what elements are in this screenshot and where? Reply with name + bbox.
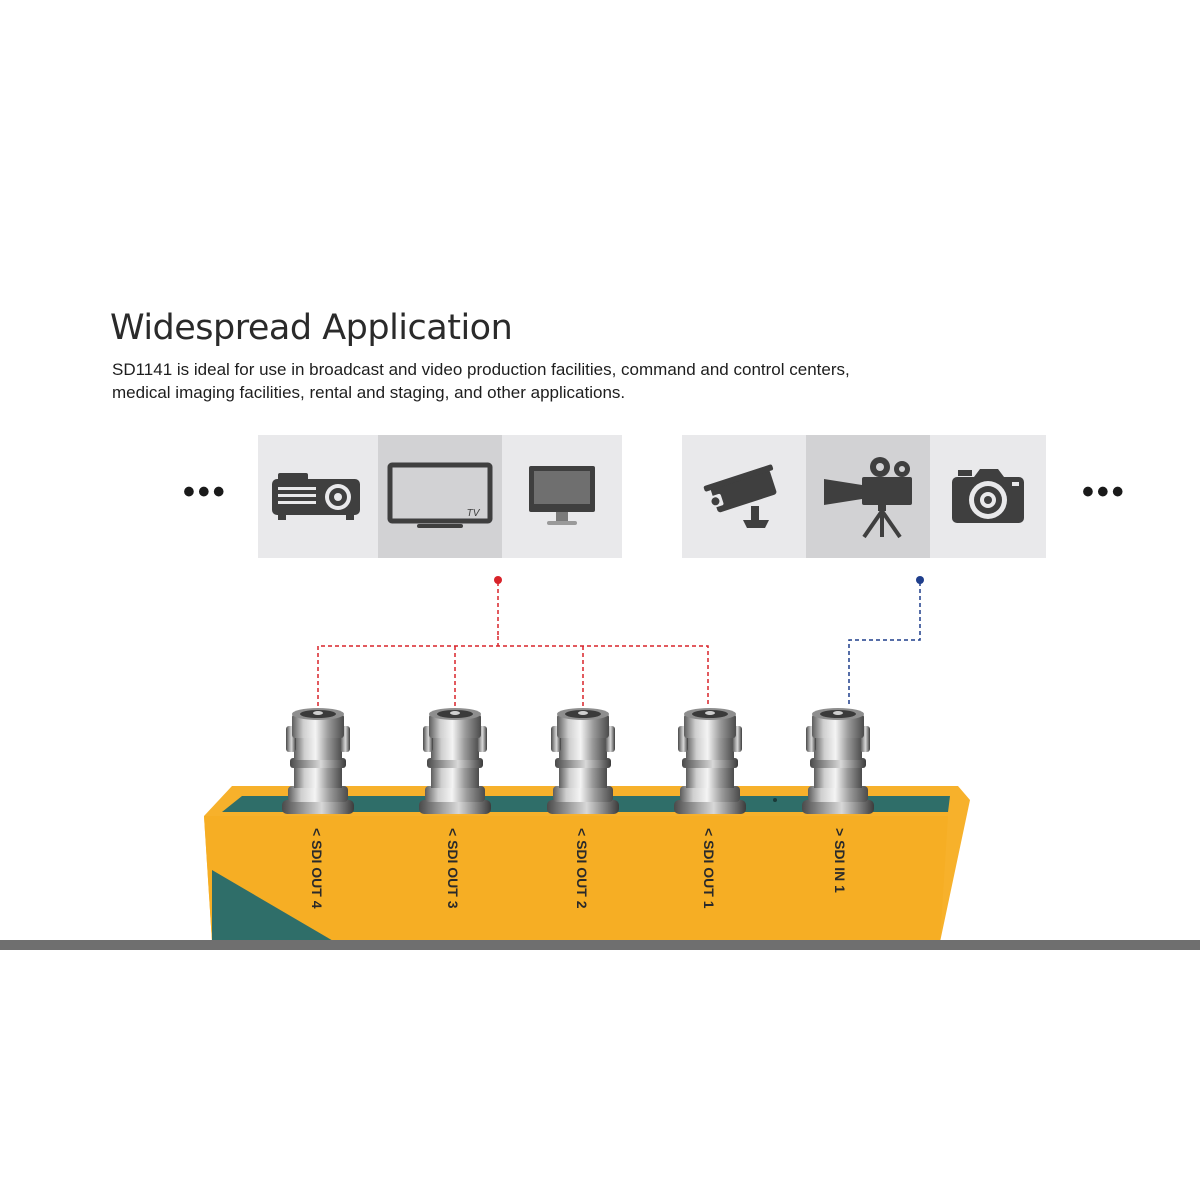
projector-icon	[272, 472, 360, 520]
bnc-connector-sdi-out-2	[547, 708, 619, 814]
device-tile-projector	[258, 435, 378, 558]
bnc-connector-sdi-out-4	[282, 708, 354, 814]
output-connection-lines	[317, 582, 709, 706]
more-input-devices-ellipsis: •••	[1082, 473, 1127, 511]
bnc-connector-sdi-out-3	[419, 708, 491, 814]
sd1141-device-housing	[0, 786, 1200, 950]
monitor-icon	[529, 465, 595, 525]
tv-icon: TV	[387, 462, 493, 528]
device-tile-tv: TV	[378, 435, 502, 558]
input-junction-dot	[916, 576, 924, 584]
page-title: Widespread Application	[110, 308, 513, 348]
device-tile-security-camera	[682, 435, 806, 558]
port-label-sdi-out-4: < SDI OUT 4	[309, 828, 325, 909]
bnc-connector-sdi-in-1	[802, 708, 874, 814]
bnc-connector-sdi-out-1	[674, 708, 746, 814]
video-camera-icon	[824, 456, 912, 538]
description-line-2: medical imaging facilities, rental and s…	[112, 383, 626, 402]
port-label-sdi-in-1: > SDI IN 1	[832, 828, 848, 893]
device-tile-photo-camera	[930, 435, 1046, 558]
port-label-sdi-out-1: < SDI OUT 1	[701, 828, 717, 909]
surface-line	[0, 940, 1200, 950]
description: SD1141 is ideal for use in broadcast and…	[112, 358, 912, 404]
port-label-sdi-out-3: < SDI OUT 3	[445, 828, 461, 909]
input-connection-line	[848, 582, 921, 706]
output-junction-dot	[494, 576, 502, 584]
port-label-sdi-out-2: < SDI OUT 2	[574, 828, 590, 909]
description-line-1: SD1141 is ideal for use in broadcast and…	[112, 360, 850, 379]
device-tile-monitor	[502, 435, 622, 558]
photo-camera-icon	[952, 468, 1024, 523]
more-output-devices-ellipsis: •••	[183, 473, 228, 511]
tv-label: TV	[467, 508, 481, 519]
device-tile-video-camera	[806, 435, 930, 558]
security-camera-icon	[703, 464, 777, 528]
